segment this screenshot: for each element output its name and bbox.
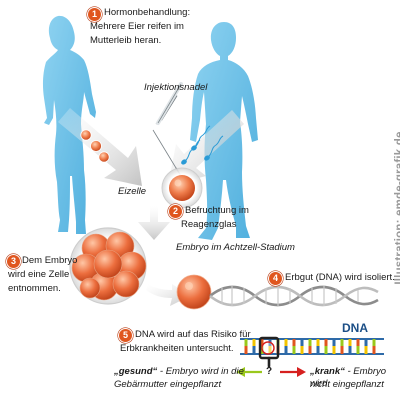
single-cell [176, 274, 212, 310]
step-1-line-3: Mutterleib heran. [90, 35, 162, 46]
injection-needle [152, 82, 183, 177]
egg-cell-label: Eizelle [118, 186, 146, 197]
egg-cells-small [80, 129, 110, 163]
embryo-label: Embryo im Achtzell-Stadium [176, 242, 295, 253]
step-5-badge: 5 [118, 328, 133, 343]
outcome-healthy-line-2: Gebärmutter eingepflanzt [114, 379, 222, 390]
step-3-line-2: wird eine Zelle [8, 269, 70, 280]
outcome-sick-text: - Embryo wird [310, 366, 387, 389]
step-5-line-2: Erbkrankheiten untersucht. [120, 343, 234, 354]
eight-cell-embryo [69, 227, 147, 305]
step-3-badge: 3 [6, 254, 21, 269]
outcome-healthy-text: - Embryo wird in die [157, 366, 244, 377]
step-1-badge: 1 [87, 7, 102, 22]
dna-label: DNA [342, 321, 368, 335]
step-3-line-3: entnommen. [8, 283, 61, 294]
arrow-left-icon [236, 367, 262, 377]
step-1-line-2: Mehrere Eier reifen im [90, 21, 184, 32]
step-1-line-1: Hormonbehandlung: [104, 7, 191, 18]
outcome-healthy-word: „gesund“ [114, 366, 158, 377]
illustration-credit: Illustration: emde-grafik.de [394, 131, 400, 285]
egg-cell [161, 167, 203, 209]
step-4-badge: 4 [268, 271, 283, 286]
step-2-line-1: Befruchtung im [185, 205, 249, 216]
outcome-sick-line-1: „krank“ - Embryo wird [310, 366, 400, 390]
step-3-line-1: Dem Embryo [22, 255, 78, 266]
arrow-man-to-egg [168, 110, 244, 186]
sperm-cells [181, 125, 224, 165]
outcome-sick-line-2: nicht eingepflanzt [310, 379, 384, 390]
magnifier-icon [258, 336, 280, 368]
step-5-line-1: DNA wird auf das Risiko für [135, 329, 251, 340]
dna-helix [209, 285, 379, 307]
outcome-healthy-line-1: „gesund“ - Embryo wird in die [114, 366, 244, 378]
outcome-sick-word: „krank“ [310, 366, 345, 377]
step-4-line-1: Erbgut (DNA) wird isoliert. [285, 272, 395, 283]
arrow-egg-to-embryo [138, 206, 170, 240]
step-2-badge: 2 [168, 204, 183, 219]
arrow-right-icon [280, 367, 306, 377]
question-mark: ? [266, 366, 273, 377]
injection-needle-label: Injektionsnadel [144, 82, 208, 93]
step-2-line-2: Reagenzglas [181, 219, 237, 230]
